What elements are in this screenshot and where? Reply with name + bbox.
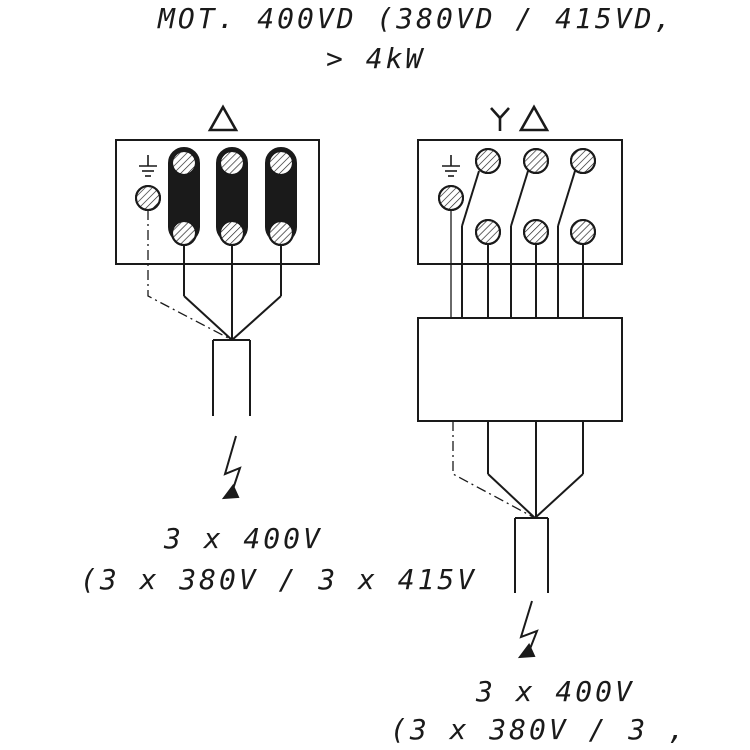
terminal-w1-r bbox=[570, 148, 596, 174]
earth-icon-right bbox=[442, 155, 460, 177]
terminal-v2-r bbox=[570, 219, 596, 245]
delta-symbol-icon-right bbox=[518, 104, 550, 132]
delta-symbol-icon bbox=[207, 104, 239, 132]
right-supply-line-2: (3 x 380V / 3 , bbox=[390, 713, 688, 746]
left-supply-line-2: (3 x 380V / 3 x 415V bbox=[80, 563, 478, 596]
star-delta-lower-leads bbox=[452, 421, 584, 519]
terminal-u2-r bbox=[523, 219, 549, 245]
left-supply-line-1: 3 x 400V bbox=[164, 522, 323, 555]
title-line-2: > 4kW bbox=[326, 42, 426, 75]
star-delta-terminal-box bbox=[417, 139, 623, 265]
delta-terminal-box bbox=[115, 139, 320, 265]
title-line-1: MOT. 400VD (380VD / 415VD, bbox=[158, 2, 675, 35]
delta-leads bbox=[147, 210, 282, 341]
terminal-v1-r bbox=[523, 148, 549, 174]
terminal-w2-r bbox=[475, 219, 501, 245]
right-supply-line-1: 3 x 400V bbox=[476, 675, 635, 708]
terminal-u1-r bbox=[475, 148, 501, 174]
power-lightning-icon-right bbox=[517, 600, 539, 659]
star-symbol-icon bbox=[490, 107, 510, 131]
earth-icon-left bbox=[139, 155, 157, 177]
earth-terminal-right bbox=[438, 185, 464, 211]
star-delta-starter-box bbox=[417, 317, 623, 422]
power-lightning-icon-left bbox=[221, 435, 242, 500]
star-delta-upper-leads bbox=[450, 170, 584, 318]
